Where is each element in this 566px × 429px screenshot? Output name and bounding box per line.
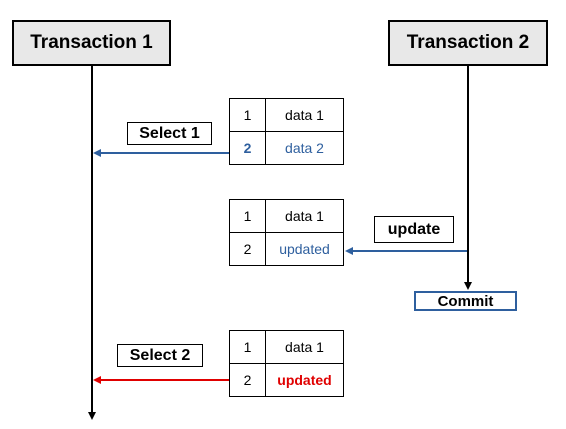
row-value-cell: updated (265, 363, 344, 397)
data-table-first: 1 data 1 2 data 2 (229, 98, 344, 165)
row-id-cell: 2 (229, 131, 266, 165)
table-row: 2 data 2 (229, 131, 344, 165)
update-label-box: update (374, 216, 454, 243)
data-table-third: 1 data 1 2 updated (229, 330, 344, 397)
transaction-1-label: Transaction 1 (30, 32, 153, 53)
table-row: 1 data 1 (229, 98, 344, 132)
transaction-2-box: Transaction 2 (388, 20, 548, 66)
table-row: 1 data 1 (229, 330, 344, 364)
select-2-label-box: Select 2 (117, 344, 203, 367)
row-id-cell: 1 (229, 98, 266, 132)
update-label: update (387, 220, 441, 238)
row-value-cell: data 1 (265, 98, 344, 132)
row-id-cell: 1 (229, 330, 266, 364)
select-2-label: Select 2 (129, 346, 191, 364)
commit-label: Commit (437, 292, 494, 310)
row-value-cell: data 2 (265, 131, 344, 165)
row-id-cell: 2 (229, 232, 266, 266)
transaction-2-label: Transaction 2 (406, 32, 530, 53)
select-1-label-box: Select 1 (127, 122, 212, 145)
commit-box: Commit (414, 291, 517, 311)
table-row: 2 updated (229, 232, 344, 266)
data-table-second: 1 data 1 2 updated (229, 199, 344, 266)
transaction-1-box: Transaction 1 (12, 20, 171, 66)
row-value-cell: updated (265, 232, 344, 266)
table-row: 2 updated (229, 363, 344, 397)
row-value-cell: data 1 (265, 330, 344, 364)
table-row: 1 data 1 (229, 199, 344, 233)
row-value-cell: data 1 (265, 199, 344, 233)
select-1-label: Select 1 (139, 124, 200, 142)
row-id-cell: 2 (229, 363, 266, 397)
row-id-cell: 1 (229, 199, 266, 233)
